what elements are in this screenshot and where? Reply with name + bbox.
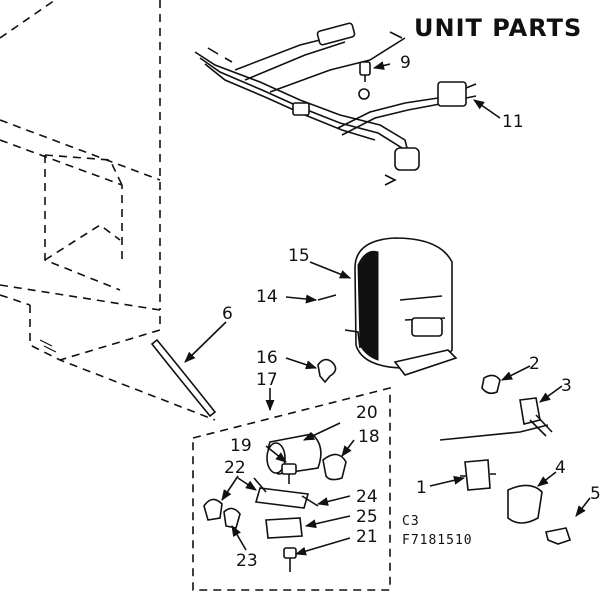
callout-22: 22	[224, 458, 246, 478]
callout-4: 4	[555, 458, 566, 478]
cabinet-outline	[0, 0, 216, 421]
callout-20: 20	[356, 403, 378, 423]
callout-19: 19	[230, 436, 252, 456]
callout-6: 6	[222, 304, 233, 324]
callout-2: 2	[529, 354, 540, 374]
callout-9: 9	[400, 53, 411, 73]
callout-24: 24	[356, 487, 378, 507]
callout-5: 5	[590, 484, 601, 504]
kit-parts	[203, 433, 347, 572]
small-parts	[150, 294, 572, 545]
callout-17: 17	[256, 370, 278, 390]
callout-11: 11	[502, 112, 524, 132]
callout-18: 18	[358, 427, 380, 447]
callout-25: 25	[356, 507, 378, 527]
catalog-code-number: F7181510	[402, 533, 473, 548]
callout-3: 3	[561, 376, 572, 396]
compressor-assembly	[344, 237, 458, 376]
callout-16: 16	[256, 348, 278, 368]
diagram-title: UNIT PARTS	[414, 14, 583, 42]
callout-21: 21	[356, 527, 378, 547]
leader-lines	[184, 61, 591, 556]
wiring-harness	[194, 22, 477, 186]
callout-14: 14	[256, 287, 278, 307]
callout-15: 15	[288, 246, 310, 266]
callout-23: 23	[236, 551, 258, 571]
catalog-code-c3: C3	[402, 514, 420, 529]
callout-1: 1	[416, 478, 427, 498]
